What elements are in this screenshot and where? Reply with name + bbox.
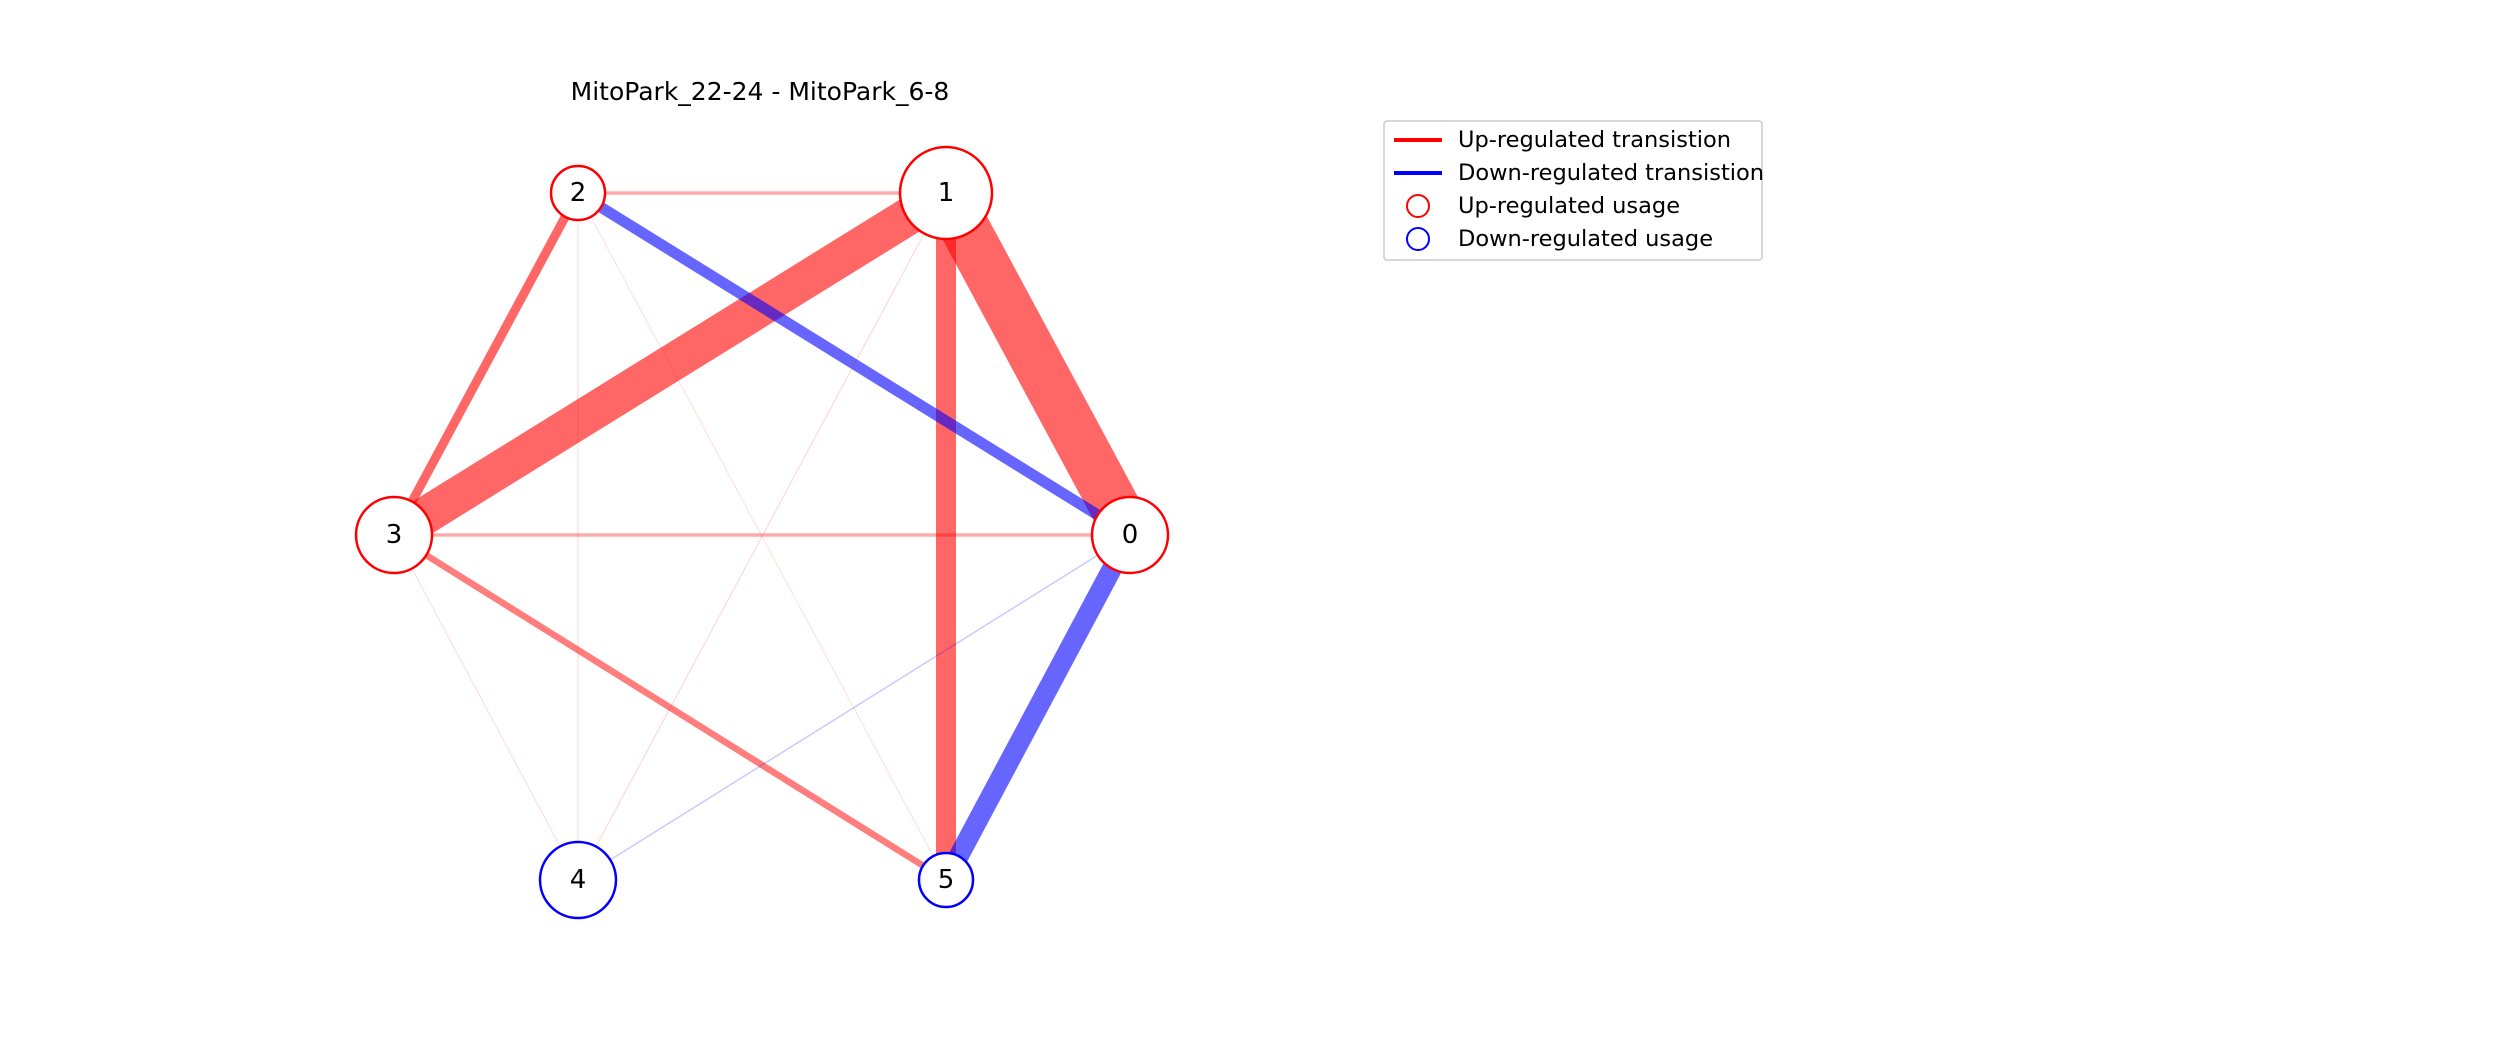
node-circle-2 bbox=[549, 164, 607, 222]
node-2: 2 bbox=[549, 164, 607, 222]
edge-1-3 bbox=[384, 177, 956, 551]
graph-title: MitoPark_22-24 - MitoPark_6-8 bbox=[571, 77, 950, 106]
legend-label: Up-regulated usage bbox=[1458, 193, 1680, 219]
node-label-1: 1 bbox=[938, 178, 955, 208]
edge-0-4 bbox=[577, 534, 1131, 881]
node-0: 0 bbox=[1090, 495, 1170, 575]
legend-item-2: Up-regulated usage bbox=[1406, 193, 1680, 219]
node-label-3: 3 bbox=[386, 520, 403, 550]
node-5: 5 bbox=[917, 851, 975, 909]
legend-item-0: Up-regulated transistion bbox=[1394, 127, 1731, 153]
edges-layer bbox=[384, 177, 1153, 885]
edge-0-1 bbox=[923, 181, 1153, 547]
node-label-0: 0 bbox=[1122, 520, 1139, 550]
edge-3-5 bbox=[392, 532, 948, 883]
legend-item-3: Down-regulated usage bbox=[1406, 226, 1713, 252]
node-1: 1 bbox=[898, 145, 994, 241]
node-label-5: 5 bbox=[938, 865, 955, 895]
node-label-4: 4 bbox=[570, 865, 587, 895]
node-circle-5 bbox=[917, 851, 975, 909]
node-3: 3 bbox=[354, 495, 434, 575]
edge-1-4 bbox=[577, 192, 947, 881]
legend-circle-swatch bbox=[1406, 227, 1430, 251]
edge-3-4 bbox=[393, 534, 579, 881]
edge-2-5 bbox=[577, 192, 947, 881]
legend-circle-swatch bbox=[1406, 194, 1430, 218]
legend-label: Down-regulated usage bbox=[1458, 226, 1713, 252]
legend-label: Down-regulated transistion bbox=[1458, 160, 1764, 186]
legend-box bbox=[1383, 120, 1763, 261]
node-circle-1 bbox=[898, 145, 994, 241]
nodes-layer: 0 1 2 3 4 5 bbox=[354, 145, 1170, 920]
legend-item-1: Down-regulated transistion bbox=[1394, 160, 1764, 186]
edge-2-3 bbox=[390, 190, 582, 538]
edge-0-2 bbox=[575, 188, 1133, 540]
node-label-2: 2 bbox=[570, 178, 587, 208]
node-circle-4 bbox=[538, 840, 618, 920]
node-circle-0 bbox=[1090, 495, 1170, 575]
legend-label: Up-regulated transistion bbox=[1458, 127, 1731, 153]
node-circle-3 bbox=[354, 495, 434, 575]
node-4: 4 bbox=[538, 840, 618, 920]
edge-0-5 bbox=[937, 530, 1139, 885]
